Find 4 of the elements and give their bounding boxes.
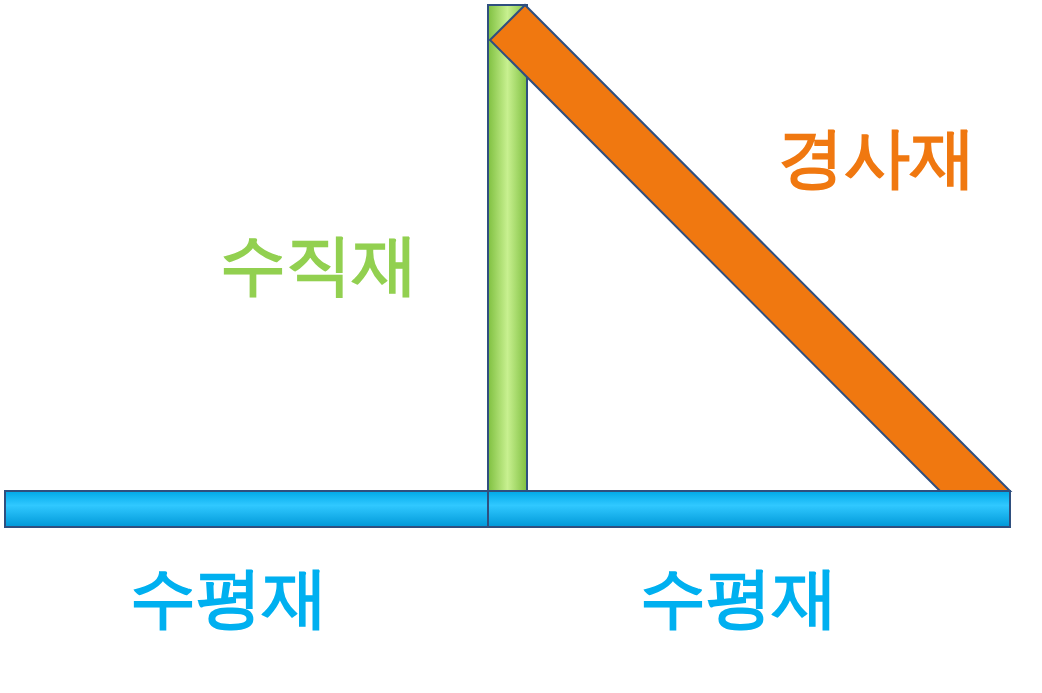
member-label: 수평재 (130, 565, 328, 631)
member-label: 수평재 (640, 565, 838, 631)
member-label: 수직재 (220, 232, 418, 298)
member-label: 경사재 (778, 125, 976, 191)
